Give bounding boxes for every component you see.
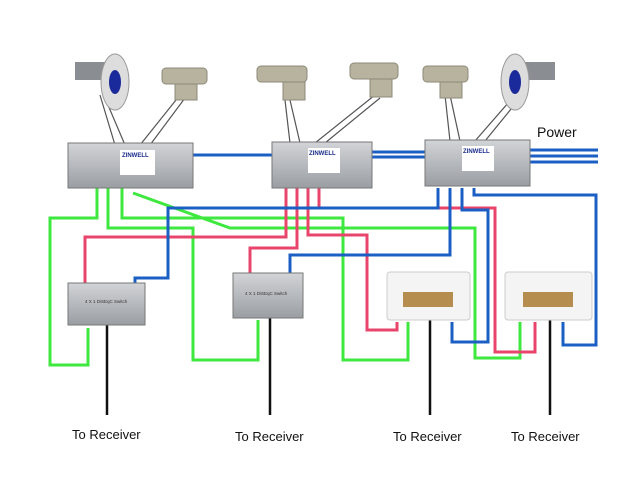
multiswitch-brand-1: ZINWELL (122, 153, 149, 159)
lnbs (161, 62, 469, 101)
dish-feed-right (500, 53, 555, 111)
receiver-label-1: To Receiver (72, 427, 141, 442)
power-label: Power (537, 124, 577, 140)
receiver-cables (105, 318, 552, 415)
svg-text:4 X 1 DiSEqC Switch: 4 X 1 DiSEqC Switch (85, 299, 128, 304)
switch-box-4 (504, 271, 593, 321)
diseqc-switch-1: 4 X 1 DiSEqC Switch (67, 282, 146, 326)
svg-text:4 X 1 DiSEqC Switch: 4 X 1 DiSEqC Switch (245, 291, 288, 296)
receiver-label-2: To Receiver (235, 429, 304, 444)
switch-box-3 (386, 271, 471, 321)
dish-feed-left (75, 53, 130, 111)
multiswitch-brand-2: ZINWELL (309, 151, 336, 157)
pink-cables (83, 188, 537, 354)
multiswitch-3 (424, 139, 531, 187)
multiswitch-1 (67, 142, 194, 189)
lnb-feed-wires (99, 94, 521, 146)
multiswitch-2 (271, 141, 373, 189)
multiswitch-brand-3: ZINWELL (463, 149, 490, 155)
blue-cables (133, 148, 598, 347)
receiver-label-3: To Receiver (393, 429, 462, 444)
receiver-label-4: To Receiver (511, 429, 580, 444)
diseqc-switch-2: 4 X 1 DiSEqC Switch (232, 272, 304, 319)
